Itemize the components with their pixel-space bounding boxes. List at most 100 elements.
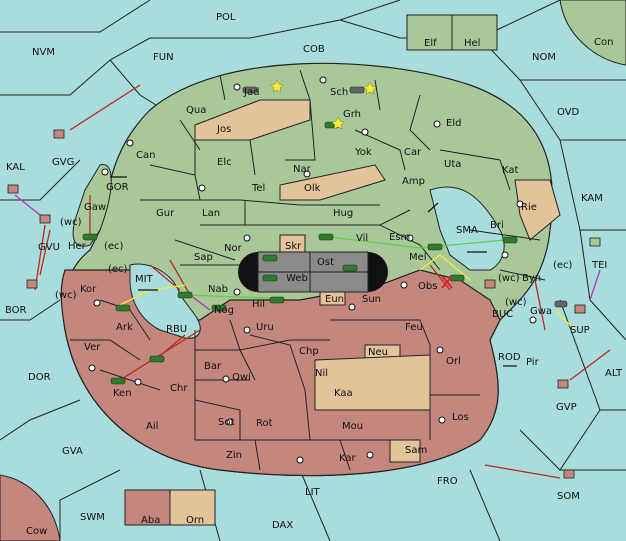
label-ken: Ken (113, 388, 132, 399)
label-hug: Hug (333, 208, 353, 219)
label-nab: Nab (208, 284, 228, 295)
land-labels: Con Elf Hel Cow Jad Sch Qua Jos Grh Can … (26, 37, 613, 537)
label-gvu: GVU (38, 242, 60, 253)
label-pol: POL (216, 12, 236, 23)
label-bri: Bri (490, 220, 504, 231)
label-eun: Eun (325, 294, 344, 305)
label-rie: Rie (521, 202, 537, 213)
label-grh: Grh (343, 109, 361, 120)
label-tel: Tel (251, 183, 265, 194)
label-fro: FRO (437, 476, 458, 487)
label-ovd: OVD (557, 107, 580, 118)
coast-mit-ec: (ec) (108, 264, 128, 275)
coast-byn-wc: (wc) (498, 273, 520, 284)
order-arrows (14, 84, 611, 479)
label-sun: Sun (362, 294, 381, 305)
label-rod: ROD (498, 352, 521, 363)
label-sch: Sch (330, 87, 348, 98)
label-gva: GVA (62, 446, 83, 457)
label-bor: BOR (5, 305, 27, 316)
label-jos: Jos (216, 124, 231, 135)
supply-centers (88, 76, 537, 464)
label-alt: ALT (605, 368, 623, 379)
label-web: Web (286, 273, 308, 284)
coast-gwa-wc: (wc) (505, 297, 527, 308)
label-mou: Mou (342, 421, 363, 432)
label-her: Her (68, 241, 87, 252)
label-kat: Kat (502, 165, 519, 176)
label-ail: Ail (146, 421, 158, 432)
label-car: Car (404, 147, 422, 158)
label-olk: Olk (304, 183, 321, 194)
label-qua: Qua (186, 105, 206, 116)
label-gvp: GVP (556, 402, 577, 413)
label-orn: Orn (186, 515, 204, 526)
label-gwa: Gwa (530, 306, 552, 317)
neutral-provinces (169, 99, 561, 526)
label-kaa: Kaa (334, 388, 353, 399)
label-kor: Kor (80, 284, 97, 295)
label-lit: LIT (305, 487, 321, 498)
label-ark: Ark (116, 322, 133, 333)
mit-sea (129, 263, 201, 339)
label-los: Los (452, 412, 469, 423)
label-obs: Obs (418, 281, 437, 292)
coast-annotations: (wc) (ec) (ec) (wc) (wc) (wc) (ec) (55, 217, 573, 308)
label-vil: Vil (356, 233, 368, 244)
island-orn (169, 489, 216, 526)
label-buc: BUC (492, 309, 513, 320)
label-tei: TEI (591, 260, 607, 271)
label-skr: Skr (285, 241, 302, 252)
label-esm: Esm (389, 232, 410, 243)
sma-sea (429, 186, 505, 271)
label-yok: Yok (354, 147, 372, 158)
label-rbu: RBU (166, 324, 187, 335)
label-hel: Hel (464, 38, 480, 49)
label-uta: Uta (444, 159, 461, 170)
label-con: Con (594, 37, 613, 48)
label-dor: DOR (28, 372, 51, 383)
label-nar: Nar (293, 164, 312, 175)
label-sam: Sam (405, 445, 427, 456)
label-cow: Cow (26, 526, 47, 537)
coast-gvu-wc: (wc) (60, 217, 82, 228)
label-ver: Ver (84, 342, 101, 353)
label-sup: SUP (570, 325, 590, 336)
label-elf: Elf (424, 38, 437, 49)
label-neu: Neu (368, 347, 388, 358)
label-orl: Orl (446, 356, 461, 367)
label-chp: Chp (299, 346, 319, 357)
label-eld: Eld (446, 118, 461, 129)
label-nog: Nog (214, 305, 234, 316)
label-zin: Zin (226, 450, 242, 461)
label-cob: COB (303, 44, 325, 55)
label-sot: Sot (218, 417, 234, 428)
coast-kor-wc: (wc) (55, 290, 77, 301)
label-byn: Byn (522, 273, 541, 284)
label-nil: Nil (315, 368, 328, 379)
label-gur: Gur (156, 208, 175, 219)
label-jad: Jad (243, 87, 259, 98)
label-feu: Feu (405, 322, 423, 333)
label-som: SOM (557, 491, 580, 502)
label-pir: Pir (526, 357, 540, 368)
label-can: Can (136, 150, 155, 161)
passage-arrows (110, 176, 517, 367)
units (7, 79, 601, 479)
label-kam: KAM (581, 193, 603, 204)
label-chr: Chr (170, 383, 188, 394)
label-kal: KAL (6, 162, 25, 173)
label-aba: Aba (141, 515, 160, 526)
label-rot: Rot (256, 418, 273, 429)
label-kar: Kar (339, 453, 357, 464)
coast-her-ec: (ec) (104, 241, 124, 252)
label-bar: Bar (204, 361, 222, 372)
label-gaw: Gaw (84, 202, 106, 213)
label-lan: Lan (202, 208, 220, 219)
label-uru: Uru (256, 322, 274, 333)
province-borders (70, 69, 546, 471)
label-mel: Mel (409, 252, 427, 263)
label-amp: Amp (402, 176, 425, 187)
coast-tei-ec: (ec) (553, 260, 573, 271)
